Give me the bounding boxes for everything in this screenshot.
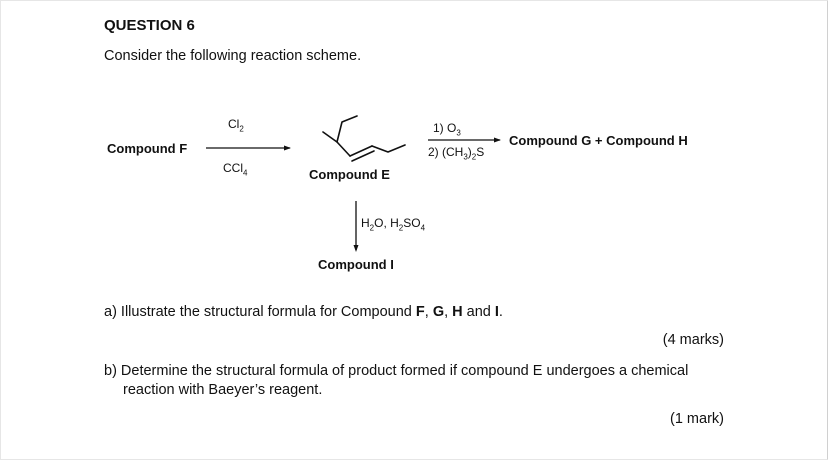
part-a-question: a) Illustrate the structural formula for… [104,304,503,320]
reagent-chlorine: Cl2 [228,117,244,134]
ozonolysis-step-1: 1) O3 [433,121,461,138]
compound-e-label: Compound E [309,167,390,182]
hydration-reagent: H2O, H2SO4 [361,216,426,233]
compound-e-structure [322,115,406,162]
question-title: QUESTION 6 [104,17,195,34]
compound-i-label: Compound I [318,257,394,272]
part-b-question-line2: reaction with Baeyer’s reagent. [123,382,323,398]
arrow-e-to-i-head [353,245,359,252]
products-label: Compound G + Compound H [509,133,688,148]
arrow-e-to-gh-head [494,137,501,143]
arrow-f-to-e-head [284,145,291,151]
compound-f-label: Compound F [107,141,188,156]
reagent-carbon-tetrachloride: CCl4 [223,161,248,178]
part-b-question-line1: b) Determine the structural formula of p… [104,363,689,379]
part-a-marks: (4 marks) [662,332,724,348]
ozonolysis-step-2: 2) (CH3)2S [428,145,485,162]
question-intro: Consider the following reaction scheme. [104,48,362,64]
part-b-marks: (1 mark) [670,411,724,427]
